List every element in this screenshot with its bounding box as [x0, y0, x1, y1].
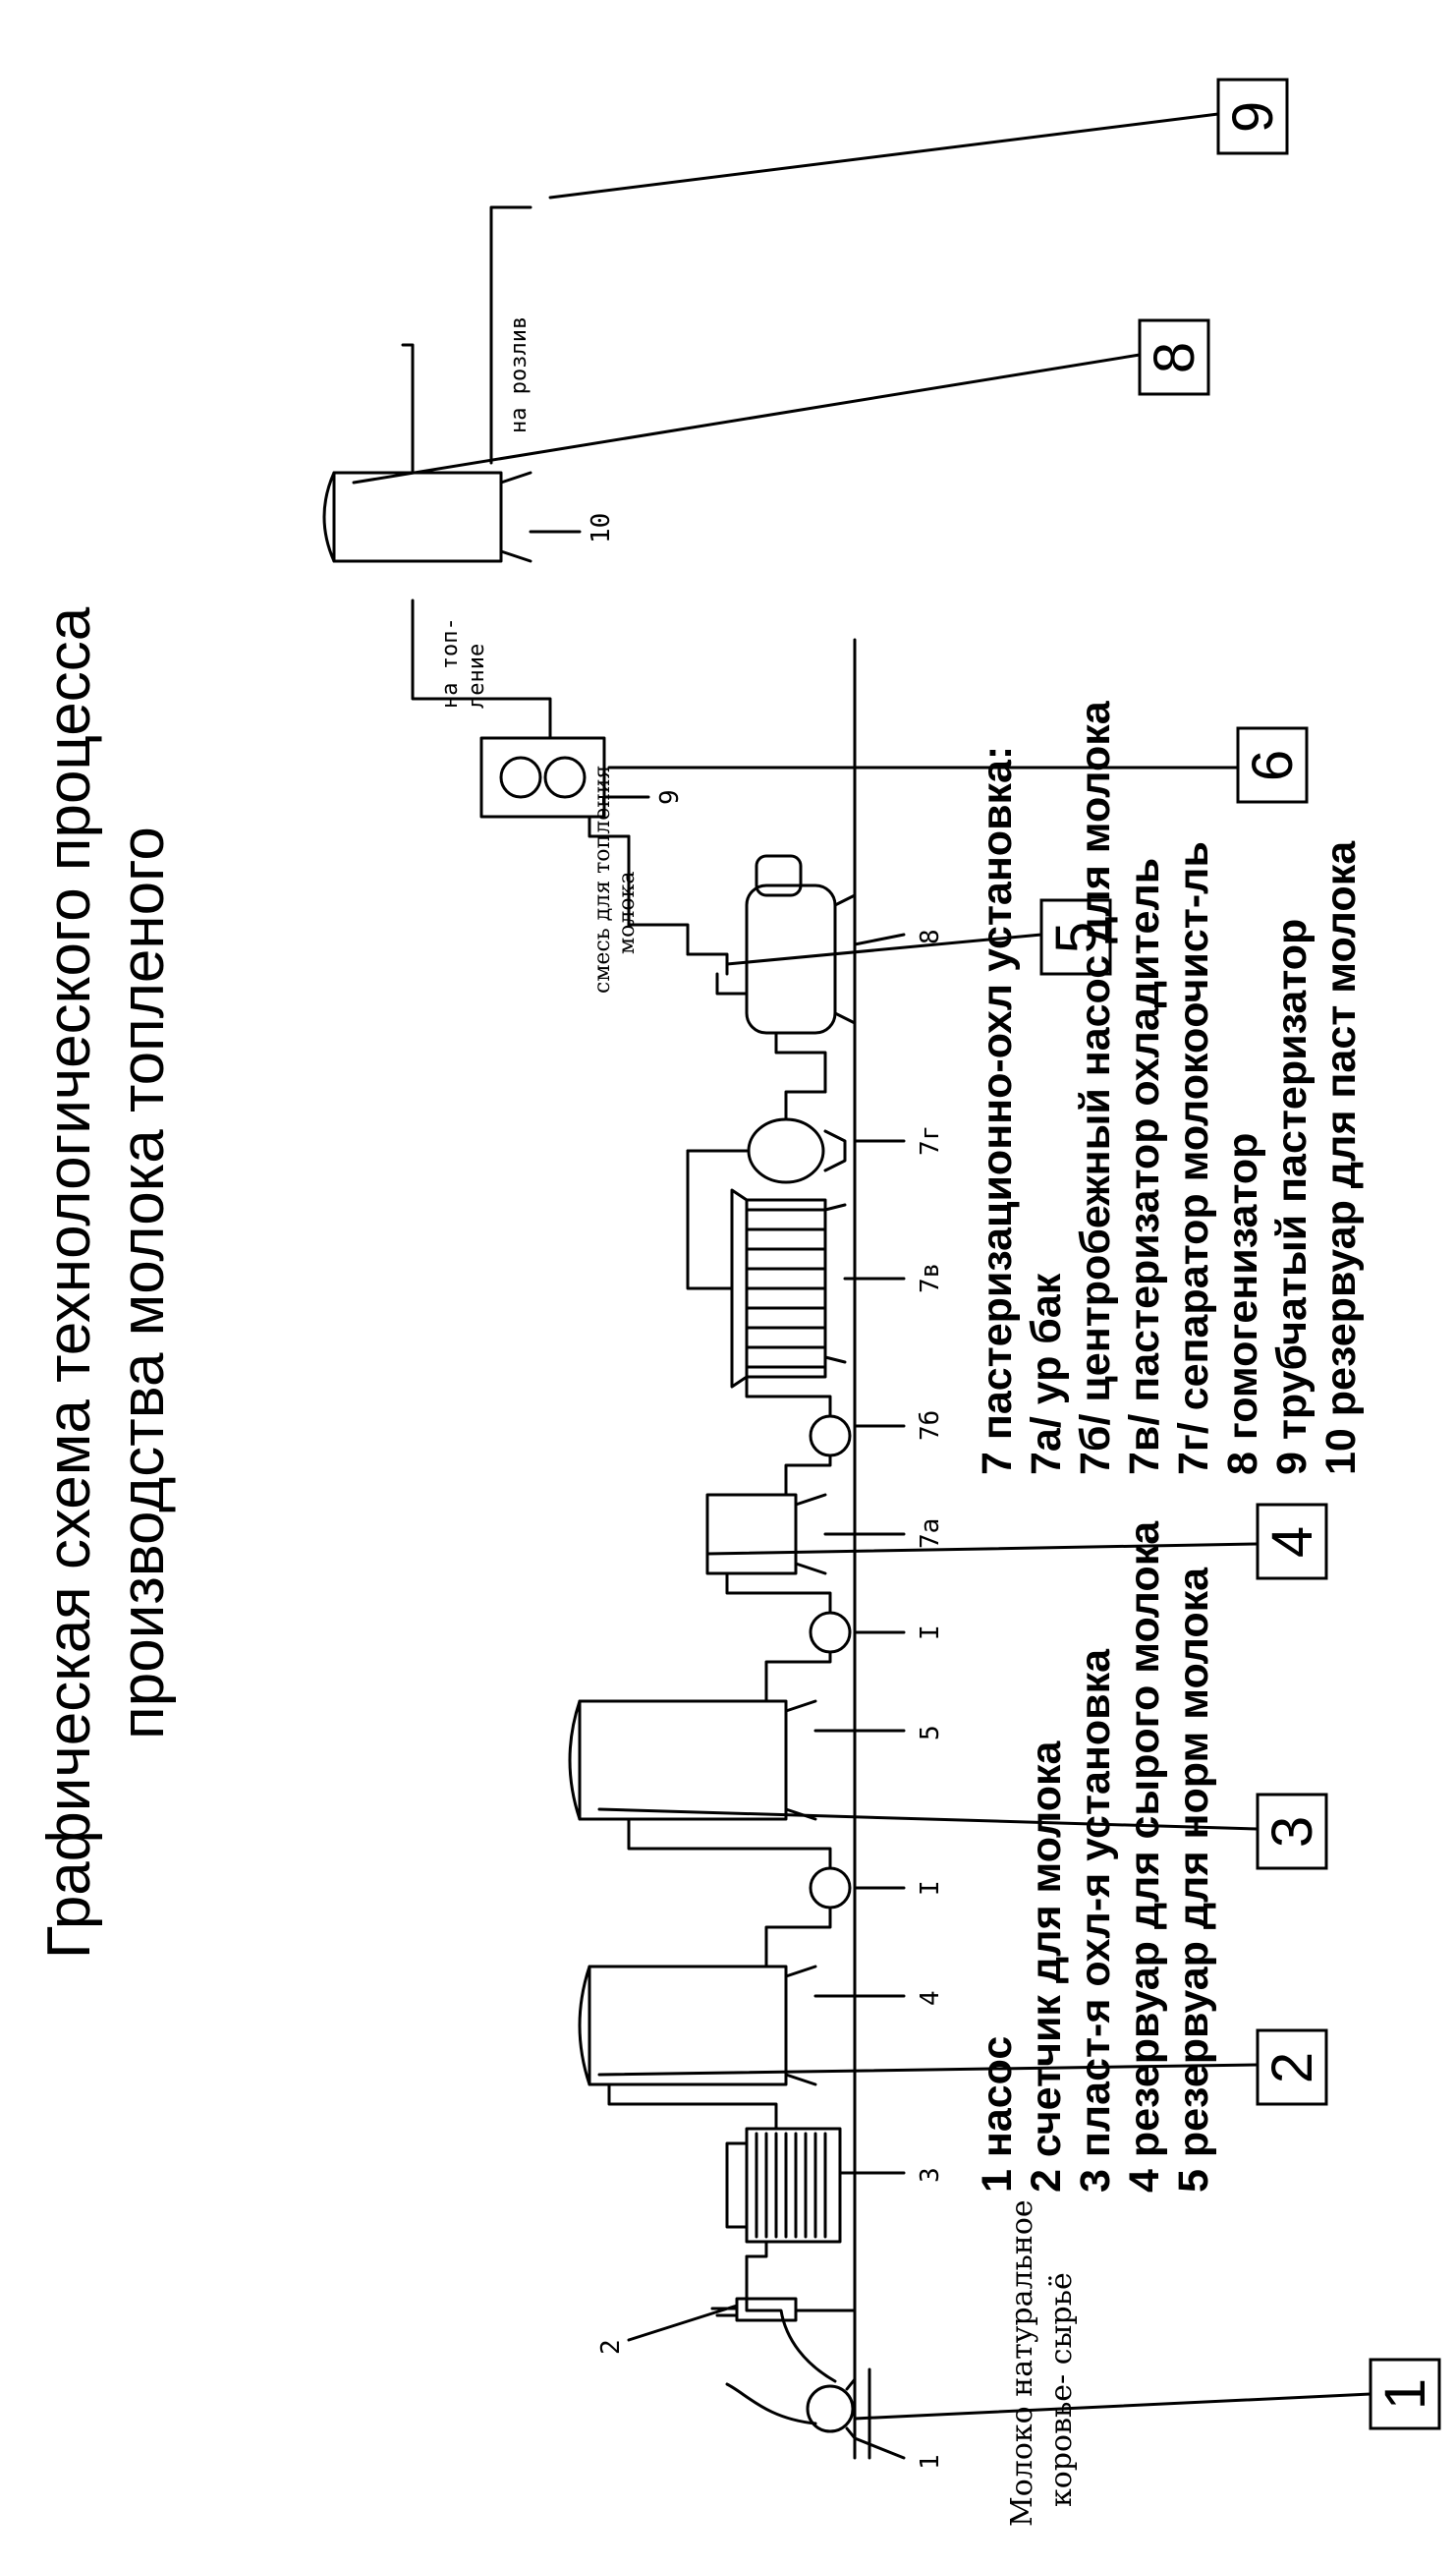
legend-left: 1 насос 2 счетчик для молока 3 пласт-я о… — [973, 1521, 1218, 2193]
leader-2 — [627, 2304, 739, 2342]
callout-leader-5 — [725, 933, 1043, 966]
flow-label-mix-line2: молока — [615, 872, 640, 954]
legend-item: 2 счетчик для молока — [1023, 1740, 1070, 2193]
legend-item: 7в/ пастеризатор охладитель — [1121, 857, 1168, 1475]
callout-box-9 — [1216, 78, 1289, 155]
equipment-number-7v: 7в — [916, 1263, 945, 1293]
legend-right: 7 пастеризационно-охл установка: 7а/ ур … — [973, 701, 1366, 1475]
callout-number-6: 6 — [1241, 750, 1305, 781]
equipment-number-i-2: I — [916, 1625, 945, 1640]
equipment-number-7g: 7г — [916, 1125, 945, 1156]
equipment-number-3: 3 — [916, 2167, 945, 2183]
callout-number-1: 1 — [1373, 2378, 1437, 2410]
callout-number-5: 5 — [1044, 922, 1108, 953]
equipment-number-1: 1 — [916, 2454, 945, 2470]
callout-box-3 — [1256, 1793, 1328, 1870]
callout-leader-4 — [705, 1542, 1260, 1556]
raw-milk-tank-1 — [578, 1965, 817, 2131]
equipment-number-7a: 7а — [916, 1518, 945, 1549]
legend-item: 9 трубчатый пастеризатор — [1268, 918, 1316, 1475]
callout-leader-1 — [853, 2392, 1372, 2421]
flow-label-mix: смесь для топления — [590, 766, 615, 994]
equipment-number-i-1: I — [916, 1880, 945, 1896]
callout-leader-8 — [352, 353, 1142, 485]
legend-item: 7а/ ур бак — [1023, 1273, 1070, 1475]
equipment-number-9: 9 — [655, 789, 685, 805]
pump-i-1 — [627, 1817, 852, 1968]
pasteurized-milk-tank-10 — [322, 343, 552, 720]
input-label-line-2: коровье- сырьё — [1044, 2272, 1079, 2507]
equipment-number-5: 5 — [916, 1725, 945, 1740]
legend-item: 1 насос — [974, 2035, 1021, 2193]
level-tank-7a — [705, 1493, 827, 1575]
homogenizer-8 — [686, 854, 857, 1094]
legend-item: 8 гомогенизатор — [1219, 1132, 1266, 1475]
legend-item: 7б/ центробежный насос для молока — [1072, 701, 1119, 1475]
pump-1 — [725, 2254, 857, 2440]
input-label-line-1: Молоко натуральное — [1005, 2199, 1039, 2527]
leader-8 — [853, 933, 906, 946]
legend-item: 3 пласт-я охл-я установка — [1072, 1648, 1119, 2193]
callout-leader-2 — [597, 2063, 1260, 2077]
callout-number-3: 3 — [1260, 1816, 1324, 1848]
equipment-number-10: 10 — [587, 513, 616, 543]
flow-label-heating-line2: ление — [465, 644, 489, 709]
callout-number-4: 4 — [1260, 1526, 1324, 1558]
pump-7b — [745, 1375, 852, 1497]
callout-leader-3 — [597, 1807, 1260, 1831]
legend-item: 7г/ сепаратор молокоочист-ль — [1170, 841, 1217, 1475]
callout-box-5 — [1039, 898, 1112, 976]
mix-pipe — [627, 893, 690, 956]
normalized-milk-tank — [568, 1699, 817, 1821]
callout-number-8: 8 — [1143, 342, 1206, 373]
flow-label-bottling: на розлив — [507, 316, 532, 433]
equipment-number-2: 2 — [596, 2339, 626, 2355]
pump-i-2 — [725, 1571, 852, 1703]
leader-1 — [853, 2436, 906, 2460]
equipment-number-7b: 7б — [916, 1410, 945, 1441]
callout-box-1 — [1369, 2358, 1441, 2430]
legend-item: 5 резервуар для норм молока — [1170, 1567, 1217, 2193]
callout-leader-9 — [548, 112, 1220, 200]
callout-box-2 — [1256, 2028, 1328, 2106]
equipment-number-4: 4 — [916, 1990, 945, 2006]
legend-item: 4 резервуар для сырого молока — [1121, 1520, 1168, 2193]
tubular-pasteurizer-9 — [479, 716, 631, 897]
equipment-number-8: 8 — [916, 929, 945, 944]
callout-box-8 — [1138, 318, 1210, 396]
pasteurizer-cooler-7v — [686, 1149, 847, 1389]
callout-number-9: 9 — [1221, 101, 1285, 133]
outlet-pipe — [489, 205, 532, 465]
legend-item: 7 пастеризационно-охл установка: — [974, 745, 1021, 1475]
callout-number-2: 2 — [1260, 2052, 1324, 2083]
legend-item: 10 резервуар для паст молока — [1317, 840, 1365, 1475]
flow-label-heating: на топ- — [438, 617, 463, 709]
separator-7g — [686, 1090, 847, 1184]
callout-box-6 — [1236, 726, 1309, 804]
plate-cooler-3 — [725, 2127, 842, 2258]
callout-box-4 — [1256, 1503, 1328, 1580]
